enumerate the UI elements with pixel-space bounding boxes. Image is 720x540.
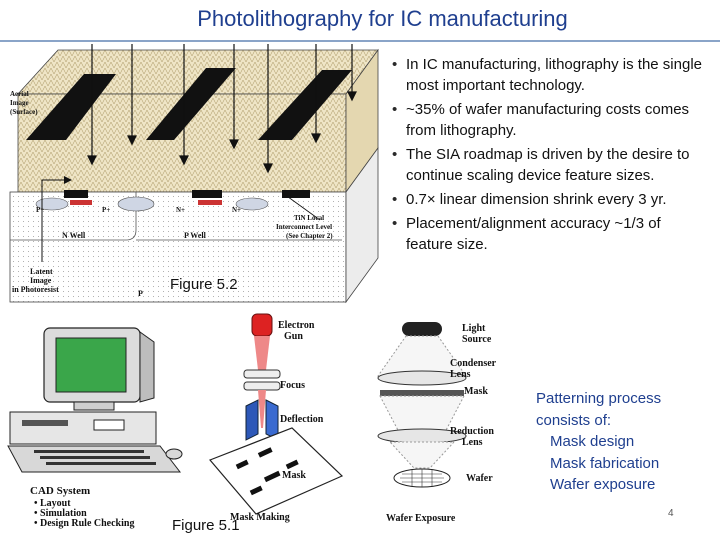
svg-text:Image: Image: [10, 99, 29, 107]
cad-system-illustration: CAD System • Layout • Simulation • Desig…: [7, 327, 183, 529]
bullet-list: In IC manufacturing, lithography is the …: [390, 54, 710, 258]
light-source-label: Light: [462, 323, 486, 334]
figure-5-1-caption: Figure 5.1: [172, 517, 240, 534]
patterning-intro: Patterning process: [536, 390, 662, 407]
patterning-intro: consists of:: [536, 411, 612, 429]
cad-item: • Simulation: [34, 508, 87, 519]
exposure-arrows: [87, 44, 357, 174]
p-substrate-label: P: [138, 289, 143, 298]
bullet-item: In IC manufacturing, lithography is the …: [390, 54, 710, 96]
svg-text:in Photoresist: in Photoresist: [12, 285, 59, 294]
svg-text:(See Chapter 2): (See Chapter 2): [286, 232, 333, 240]
patterning-process-text: Patterning process consists of: Mask des…: [536, 388, 706, 496]
p-well-label: P Well: [184, 231, 207, 240]
bullet-item: The SIA roadmap is driven by the desire …: [390, 144, 710, 186]
mask-making-label: Mask Making: [230, 512, 290, 523]
p-plus-label-1: P+: [36, 206, 44, 214]
cad-item: • Design Rule Checking: [34, 518, 134, 529]
bullet-item: ~35% of wafer manufacturing costs comes …: [390, 99, 710, 141]
latent-image-label: Latent: [30, 267, 53, 276]
cad-system-title: CAD System: [30, 485, 90, 497]
bullet-item: Placement/alignment accuracy ~1/3 of fea…: [390, 213, 710, 255]
n-plus-label-2: N+: [232, 206, 241, 214]
page-number: 4: [668, 508, 674, 519]
wafer-exposure-illustration: Light Source Condenser Lens Mask Reducti…: [377, 322, 497, 524]
patterning-step: Wafer exposure: [550, 476, 656, 493]
cad-item: • Layout: [34, 498, 71, 509]
mask-label: Mask: [282, 470, 306, 481]
mask-making-illustration: Electron Gun Focus Deflection Mask Mask …: [208, 313, 344, 523]
wafer-exposure-label: Wafer Exposure: [386, 513, 456, 524]
bullet-item: 0.7× linear dimension shrink every 3 yr.: [390, 189, 710, 210]
condenser-lens-label: Condenser: [450, 358, 497, 369]
electron-gun-label: Electron: [278, 320, 315, 331]
patterning-step: Mask fabrication: [550, 454, 660, 472]
title-divider: [0, 40, 720, 42]
figure-5-2-caption: Figure 5.2: [170, 276, 238, 293]
svg-text:Source: Source: [462, 334, 492, 345]
wafer-label: Wafer: [466, 473, 493, 484]
svg-text:Interconnect Level: Interconnect Level: [276, 223, 332, 231]
patterning-step: Mask design: [550, 433, 635, 450]
svg-text:Lens: Lens: [450, 369, 471, 380]
deflection-label: Deflection: [280, 414, 324, 425]
focus-label: Focus: [280, 380, 305, 391]
mask-label-2: Mask: [464, 386, 488, 397]
n-plus-label-1: N+: [176, 206, 185, 214]
svg-text:Lens: Lens: [462, 437, 483, 448]
svg-text:Image: Image: [30, 276, 52, 285]
slide-title: Photolithography for IC manufacturing: [197, 6, 568, 31]
n-well-label: N Well: [62, 231, 86, 240]
p-plus-label-2: P+: [102, 206, 110, 214]
figure-5-2-diagram: Aerial Image (Surface) Latent Image in P…: [9, 44, 379, 304]
aerial-image-label: Aerial: [10, 90, 29, 98]
tin-label: TiN Local: [294, 214, 324, 222]
svg-text:(Surface): (Surface): [10, 108, 38, 116]
svg-text:Gun: Gun: [284, 331, 303, 342]
reduction-lens-label: Reduction: [450, 426, 494, 437]
